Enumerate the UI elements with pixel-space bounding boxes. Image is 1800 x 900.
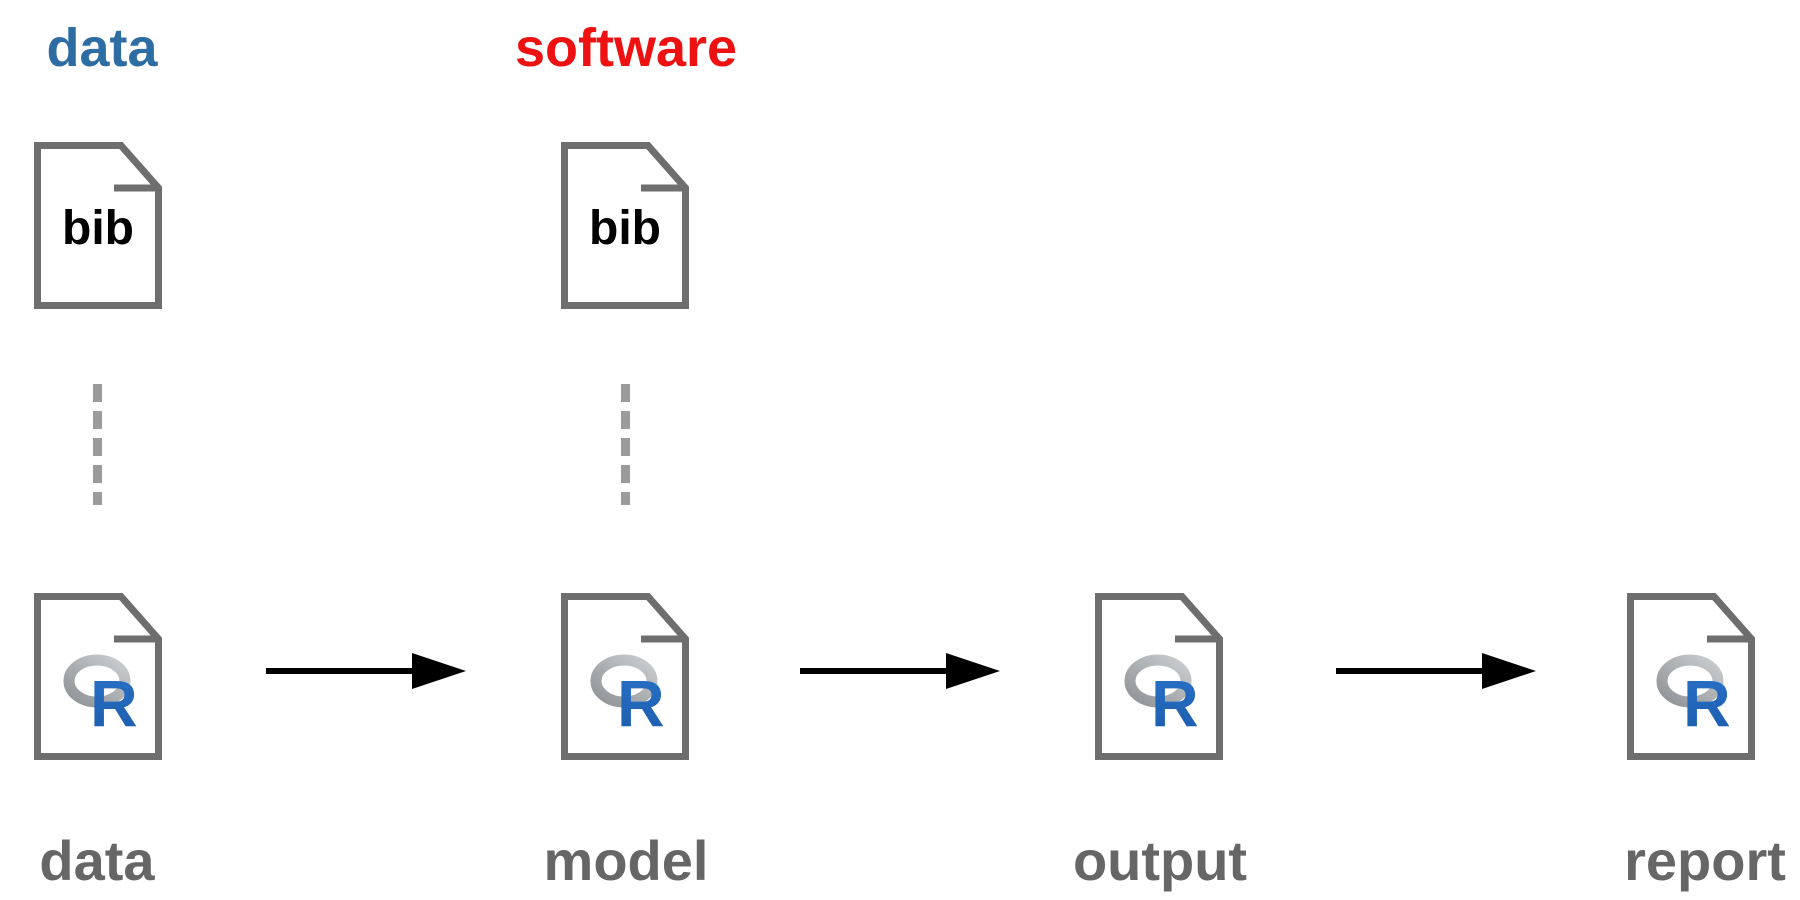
- r-script-model: R: [561, 593, 689, 760]
- header-label-software: software: [514, 18, 738, 78]
- stage-label-report: report: [1624, 829, 1786, 892]
- dashed-connector-model: [621, 384, 630, 505]
- r-logo-letter: R: [1683, 666, 1731, 740]
- r-logo-ring: [590, 654, 658, 708]
- r-script-data: R: [34, 593, 162, 760]
- arrow-model-to-output: [798, 651, 1002, 691]
- r-file-icon: R: [1627, 593, 1755, 760]
- arrow-output-to-report: [1334, 651, 1538, 691]
- arrow-data-to-model: [264, 651, 468, 691]
- r-logo-ring: [63, 654, 131, 708]
- r-script-output: R: [1095, 593, 1223, 760]
- r-logo-ring: [1656, 654, 1724, 708]
- stage-label-data: data: [39, 829, 155, 892]
- header-label-data: data: [46, 18, 158, 78]
- r-script-report: R: [1627, 593, 1755, 760]
- dashed-connector-data: [93, 384, 102, 505]
- bib-file-model: bib: [561, 142, 689, 309]
- stage-label-output: output: [1072, 829, 1248, 892]
- r-logo-letter: R: [617, 666, 665, 740]
- document-icon: [561, 142, 689, 309]
- bib-file-label: bib: [62, 201, 134, 255]
- bib-file-data: bib: [34, 142, 162, 309]
- r-logo-letter: R: [1151, 666, 1199, 740]
- r-file-icon: R: [561, 593, 689, 760]
- r-logo-ring: [1124, 654, 1192, 708]
- r-file-icon: R: [1095, 593, 1223, 760]
- bib-file-label: bib: [589, 201, 661, 255]
- r-file-icon: R: [34, 593, 162, 760]
- document-icon: [34, 142, 162, 309]
- r-logo-letter: R: [90, 666, 138, 740]
- stage-label-model: model: [543, 829, 709, 892]
